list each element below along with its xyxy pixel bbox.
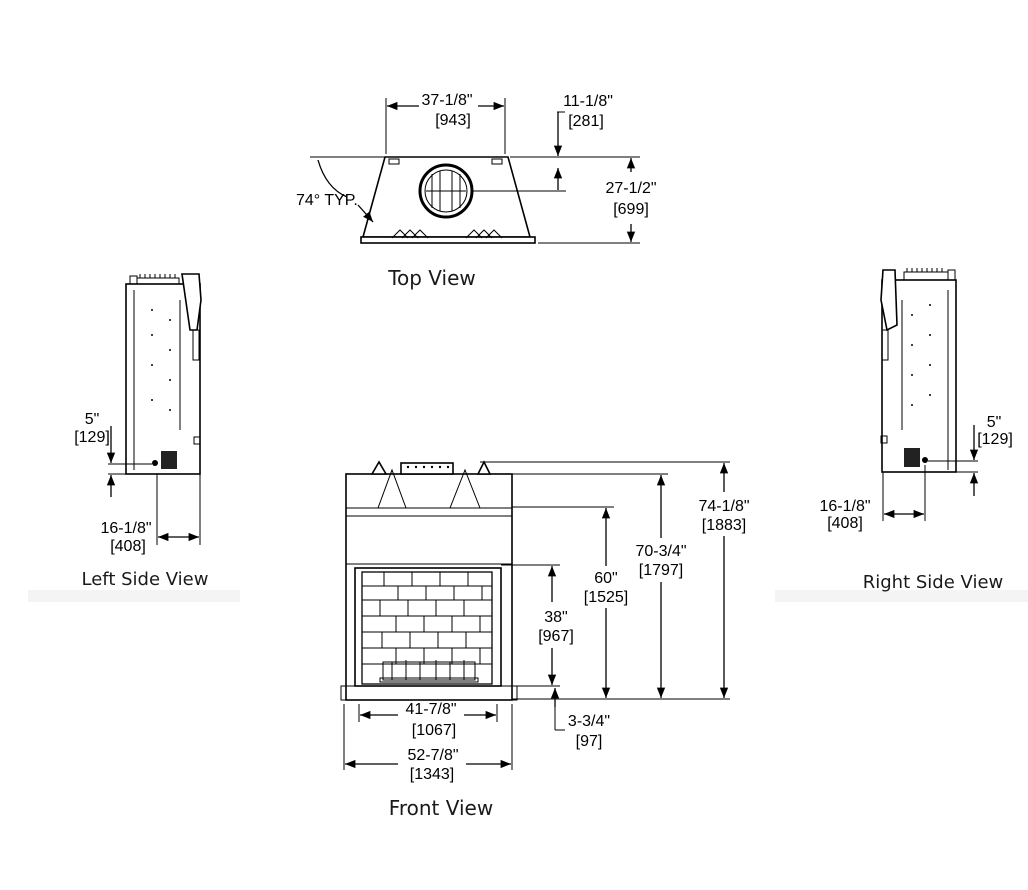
front-view: 41-7/8" [1067] 52-7/8" [1343] 38" [967] … (340, 460, 750, 820)
front-opening-height-mm: [967] (538, 628, 574, 645)
right-depth-inches: 16-1/8" (819, 498, 870, 515)
flue-collar-icon (418, 163, 474, 219)
front-base-height-mm: [97] (576, 733, 603, 750)
right-view-caption: Right Side View (863, 572, 1003, 593)
left-side-view: 5" [129] 16-1/8" [408] Left Side View (28, 273, 240, 602)
right-vent-mm: [129] (977, 431, 1013, 448)
front-overall-width-mm: [1343] (410, 766, 454, 783)
front-opening-width-mm: [1067] (412, 722, 456, 739)
top-view: 37-1/8" [943] 11-1/8" [281] 27-1/2" [699… (296, 92, 657, 290)
front-overall-width-inches: 52-7/8" (407, 747, 458, 764)
front-opening-width-inches: 41-7/8" (405, 701, 456, 718)
front-view-caption: Front View (389, 796, 493, 820)
right-side-view: 5" [129] 16-1/8" [408] Right Side View (775, 268, 1028, 602)
left-vent-mm: [129] (74, 429, 110, 446)
top-width-mm: [943] (435, 112, 471, 129)
right-depth-mm: [408] (827, 515, 863, 532)
front-face-height-inches: 60" (594, 570, 617, 587)
top-view-caption: Top View (387, 266, 476, 290)
left-view-caption: Left Side View (82, 569, 209, 590)
top-flue-inches: 11-1/8" (563, 93, 613, 110)
top-depth-mm: [699] (613, 201, 649, 218)
log-grate (379, 660, 479, 683)
firebrick-pattern (361, 571, 493, 685)
top-flue-mm: [281] (568, 113, 604, 130)
front-face-height-mm: [1525] (584, 589, 628, 606)
top-view-front-lip (360, 236, 536, 244)
front-body-height-inches: 70-3/4" (635, 543, 686, 560)
top-depth-inches: 27-1/2" (605, 180, 656, 197)
left-depth-inches: 16-1/8" (100, 520, 151, 537)
front-overall-height-inches: 74-1/8" (698, 498, 749, 515)
left-vent-inches: 5" (85, 411, 100, 428)
front-base-height-inches: 3-3/4" (568, 713, 610, 730)
front-body-height-mm: [1797] (639, 562, 683, 579)
right-vent-inches: 5" (987, 414, 1002, 431)
front-overall-height-mm: [1883] (702, 517, 746, 534)
left-depth-mm: [408] (110, 538, 146, 555)
front-opening-height-inches: 38" (544, 609, 567, 626)
top-angle-label: 74° TYP. (296, 192, 358, 209)
top-width-inches: 37-1/8" (421, 92, 472, 109)
